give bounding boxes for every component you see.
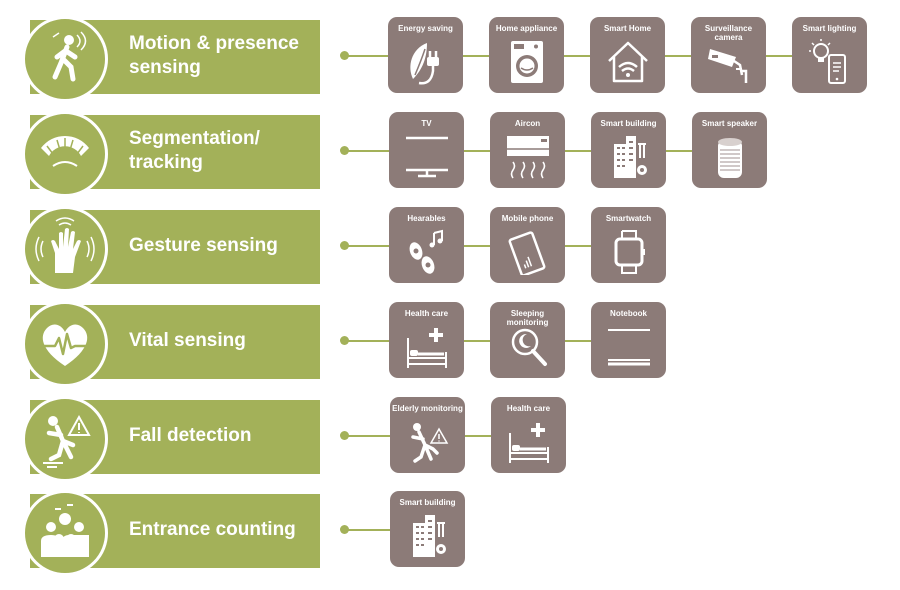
application-card: Smart building (591, 112, 666, 188)
category-row: Vital sensing Health care Sleeping monitor… (0, 301, 900, 387)
application-card: Hearables (389, 207, 464, 283)
connector-dot (340, 51, 349, 60)
application-title: Aircon (514, 119, 541, 128)
connector-line (345, 529, 427, 531)
application-card: Notebook (591, 302, 666, 378)
connector-dot (340, 241, 349, 250)
connector-dot (340, 525, 349, 534)
hand-wave-icon (22, 206, 108, 292)
application-card: Smart speaker (692, 112, 767, 188)
application-title: TV (421, 119, 432, 128)
category-row: Fall detection Elderly monitoring Health c… (0, 396, 900, 482)
application-card: Mobile phone (490, 207, 565, 283)
connector-line (345, 340, 628, 342)
application-title: Notebook (610, 309, 647, 318)
application-card: Smart building (390, 491, 465, 567)
category-label: Fall detection (129, 425, 252, 446)
category-label: Motion & presence sensing (129, 33, 299, 78)
connector-dot (340, 431, 349, 440)
application-title: Smart lighting (802, 24, 857, 33)
application-title: Elderly monitoring (392, 404, 463, 413)
application-title: Health care (506, 404, 551, 413)
application-card: Energy saving (388, 17, 463, 93)
application-title: Energy saving (398, 24, 453, 33)
radar-segments-icon (22, 111, 108, 197)
application-title: Smart building (399, 498, 456, 507)
category-label: Segmentation/ tracking (129, 128, 260, 173)
application-card: Smart Home (590, 17, 665, 93)
application-card: Sleeping monitoring (490, 302, 565, 378)
application-title: Smart Home (603, 24, 652, 33)
application-title: Hearables (407, 214, 446, 223)
falling-person-icon (22, 396, 108, 482)
application-card: Home appliance (489, 17, 564, 93)
category-label: Entrance counting (129, 519, 296, 540)
category-label: Gesture sensing (129, 235, 278, 256)
application-title: Smartwatch (605, 214, 652, 223)
application-title: Mobile phone (501, 214, 554, 223)
application-title: Smart speaker (701, 119, 758, 128)
category-row: Segmentation/ tracking TV Aircon Smart buil… (0, 111, 900, 197)
people-group-icon (22, 490, 108, 576)
application-card: TV (389, 112, 464, 188)
connector-dot (340, 336, 349, 345)
heart-pulse-icon (22, 301, 108, 387)
connector-line (345, 245, 628, 247)
application-card: Elderly monitoring (390, 397, 465, 473)
application-title: Smart building (600, 119, 657, 128)
application-title: Health care (404, 309, 449, 318)
application-title: Surveillance camera (704, 24, 753, 42)
application-card: Smartwatch (591, 207, 666, 283)
application-title: Home appliance (495, 24, 558, 33)
category-row: Gesture sensing Hearables Mobile phone Smar… (0, 206, 900, 292)
category-label: Vital sensing (129, 330, 246, 351)
connector-line (345, 55, 829, 57)
application-card: Aircon (490, 112, 565, 188)
walking-person-icon (22, 16, 108, 102)
connector-dot (340, 146, 349, 155)
category-row: Entrance counting Smart building (0, 490, 900, 576)
application-card: Health care (389, 302, 464, 378)
application-card: Smart lighting (792, 17, 867, 93)
category-row: Motion & presence sensing Energy saving Ho… (0, 16, 900, 102)
application-title: Sleeping monitoring (506, 309, 549, 327)
application-card: Surveillance camera (691, 17, 766, 93)
application-card: Health care (491, 397, 566, 473)
